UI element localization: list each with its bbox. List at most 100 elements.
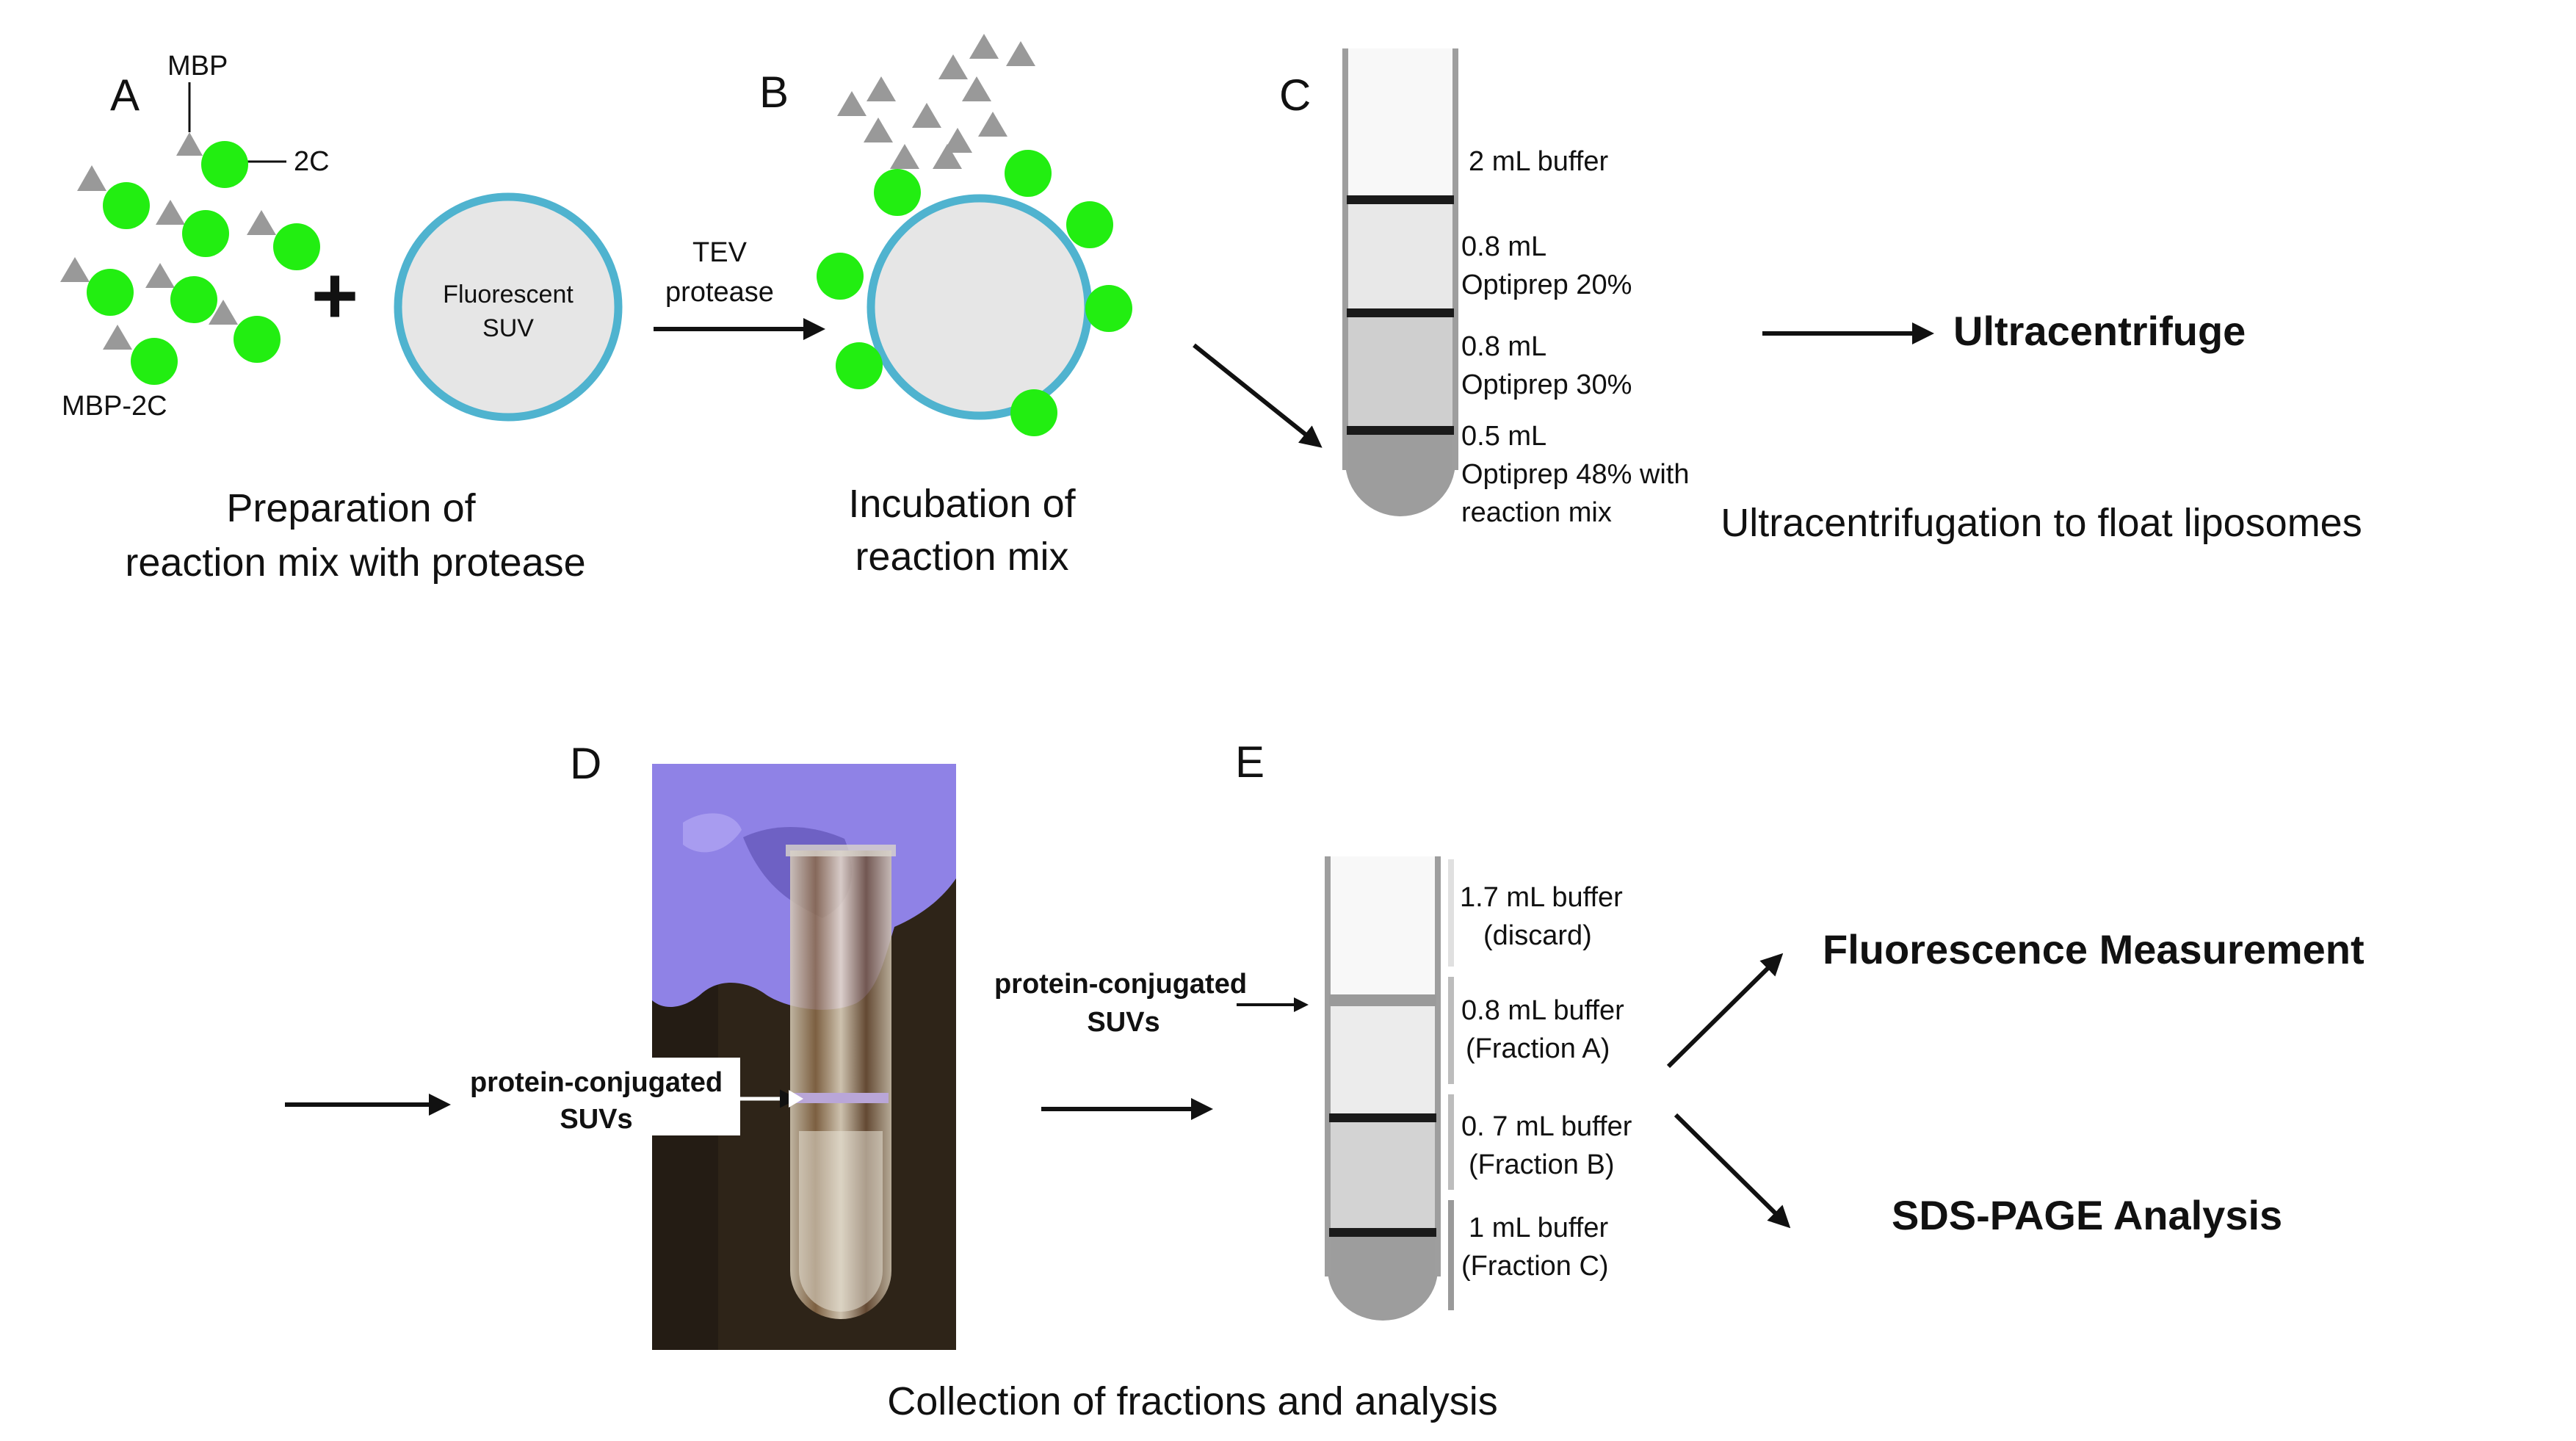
mbp-triangle [933,144,962,169]
protein-2c-sphere [182,210,229,257]
d-callout-box [455,1058,740,1135]
panel-c-letter: C [1279,71,1311,120]
layer-label: Optiprep 48% with [1461,459,1690,490]
mbp-triangle [943,128,972,153]
layer-label: 0.8 mL buffer [1461,995,1624,1026]
protein-2c-sphere [201,141,248,188]
layer-label: Optiprep 30% [1461,369,1632,400]
mbp-triangle [864,118,893,142]
tube-layer-optiprep-30 [1345,313,1455,430]
mbp-triangle [978,112,1007,137]
plus-sign: + [311,250,358,341]
tube-liquid-clear [799,1131,883,1312]
panel-d: D protein-conjugated SUVs [285,739,956,1350]
panel-b-letter: B [759,68,789,117]
tube-layer-optiprep-48 [1345,430,1455,516]
mbp-triangle [912,103,941,128]
tev-label-line1: TEV [692,237,748,268]
mbp-triangle [145,263,175,288]
layer-label: 2 mL buffer [1469,146,1608,177]
panel-b-caption-line1: Incubation of [848,482,1076,526]
to-sds-page-arrow [1674,1113,1791,1229]
panel-e: E protein-conjugated SUVs 1.7 mL buffer … [887,737,2364,1423]
panel-d-letter: D [570,739,601,788]
mbp-triangle [247,210,276,235]
tev-label-line2: protease [665,277,774,308]
to-fluorescence-arrow [1666,953,1784,1069]
tube-layer-buffer [1345,48,1455,200]
d-callout-line1: protein-conjugated [470,1067,723,1098]
fluorescence-measurement-label: Fluorescence Measurement [1823,926,2365,972]
suv-label-line1: Fluorescent [443,281,574,308]
panel-a: A MBP 2C MBP-2C + Fluorescent SUV Prepar… [60,51,623,585]
layer-label: (Fraction B) [1469,1149,1614,1180]
fluorescent-suv [394,192,623,422]
layer-label: reaction mix [1461,497,1612,528]
tube-photo [652,764,956,1350]
d-callout-arrowhead [789,1090,803,1108]
bound-2c-sphere [874,169,921,216]
bound-2c-sphere [836,342,883,389]
layer-label: (Fraction A) [1466,1033,1610,1064]
mbp-triangle [60,257,90,282]
panel-a-caption-line2: reaction mix with protease [125,541,585,585]
fraction-tube-e [1325,856,1441,1321]
d-callout-line2: SUVs [560,1104,632,1135]
layer-label: (discard) [1483,920,1592,951]
mbp-label: MBP [167,51,228,82]
suv-label-line2: SUV [482,314,534,342]
tube-layer-fraction-b [1328,1118,1438,1232]
protein-2c-sphere [103,182,150,229]
panel-e-letter: E [1235,737,1265,787]
protein-2c-sphere [87,269,134,316]
suv-with-bound-2c [866,194,1093,420]
gradient-tube-c [1342,48,1458,516]
e-callout-line2: SUVs [1087,1007,1159,1038]
mbp-triangle [77,165,106,191]
panel-b-caption-line2: reaction mix [855,535,1068,579]
mbp-2c-label: MBP-2C [62,391,167,422]
mbp-triangle [969,34,999,59]
panel-b: B Incubation of reaction mix [759,34,1132,579]
mbp-triangle [866,76,896,101]
layer-label: 0.5 mL [1461,421,1546,452]
panel-c-caption: Ultracentrifugation to float liposomes [1721,501,2362,545]
protein-2c-sphere [234,316,281,363]
tube-rim [786,845,896,856]
layer-label: (Fraction C) [1461,1251,1609,1282]
mbp-triangle [938,54,968,79]
layer-label: 1.7 mL buffer [1460,882,1623,913]
tube-layer-fraction-a [1328,1000,1438,1118]
suv-band [793,1093,889,1103]
panel-e-caption: Collection of fractions and analysis [887,1379,1497,1423]
ultracentrifuge-label: Ultracentrifuge [1953,308,2246,354]
tube-layer-optiprep-20 [1345,200,1455,313]
layer-label: 0. 7 mL buffer [1461,1111,1632,1142]
tube-layer-discard [1328,856,1438,1000]
mbp-triangle [890,144,919,169]
bound-2c-sphere [1066,201,1113,248]
layer-label: 0.8 mL [1461,231,1546,262]
mbp-triangle [176,132,203,156]
bound-2c-sphere [817,253,864,300]
tube-layer-fraction-c [1328,1232,1438,1321]
sds-page-analysis-label: SDS-PAGE Analysis [1892,1192,2282,1238]
mbp-triangle [209,300,238,325]
bound-2c-sphere [1085,285,1132,332]
protein-2c-sphere [131,338,178,385]
2c-label: 2C [294,146,330,177]
layer-label: 0.8 mL [1461,331,1546,362]
protein-2c-sphere [273,223,320,270]
panel-a-caption-line1: Preparation of [226,486,476,530]
e-callout-line1: protein-conjugated [994,969,1247,1000]
mbp-triangle [837,91,866,116]
layer-label: 1 mL buffer [1469,1213,1608,1243]
mbp-triangle [1006,41,1035,66]
panel-c: C 2 mL buffer 0.8 mL Optiprep 20% 0.8 mL… [1279,48,2362,545]
panel-a-letter: A [110,71,140,120]
tev-protease-step: TEV protease [654,237,825,340]
bound-2c-sphere [1005,150,1052,197]
mbp-triangle [962,76,991,101]
glove-highlight [683,813,742,853]
